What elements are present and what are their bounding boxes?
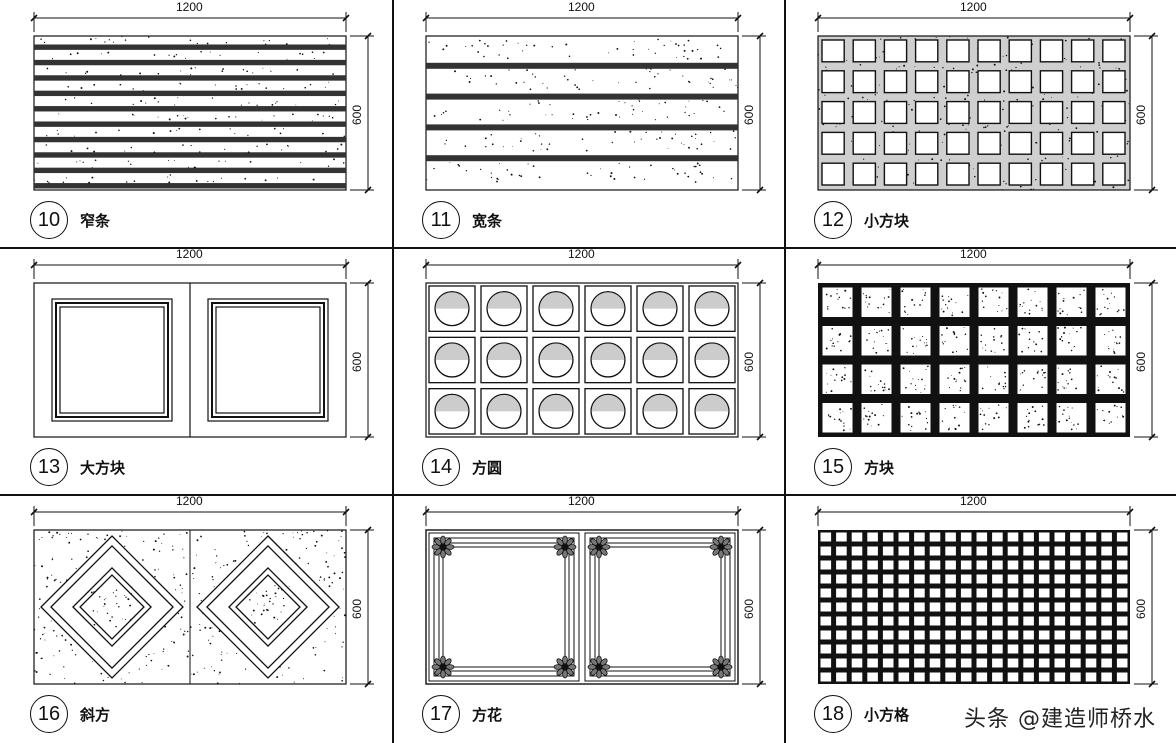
panel-drawing [422, 259, 766, 441]
height-dimension-label: 600 [1134, 351, 1148, 372]
sheet-divider [0, 494, 1176, 496]
panel-caption: 16 斜方 [30, 695, 110, 733]
height-dimension-label: 600 [742, 104, 756, 125]
sheet-divider [392, 0, 394, 743]
panel-number: 17 [422, 695, 460, 733]
panel-number: 13 [30, 448, 68, 486]
panel-number: 10 [30, 201, 68, 239]
panel-caption: 17 方花 [422, 695, 502, 733]
width-dimension-label: 1200 [176, 0, 203, 14]
panel-number: 12 [814, 201, 852, 239]
pattern-square-circle [425, 282, 739, 438]
panel-number: 15 [814, 448, 852, 486]
panel-name: 小方格 [864, 705, 910, 724]
height-dimension-label: 600 [1134, 598, 1148, 619]
dimension-lines [422, 506, 766, 688]
panel-number: 16 [30, 695, 68, 733]
panel-square-circle: 1200 600 14 方圆 [392, 247, 784, 494]
pattern-wide-strips [425, 35, 739, 191]
sheet-divider [0, 247, 1176, 249]
dimension-lines [30, 506, 374, 688]
width-dimension-label: 1200 [568, 494, 595, 508]
width-dimension-label: 1200 [568, 247, 595, 261]
panel-number: 14 [422, 448, 460, 486]
panel-number: 11 [422, 201, 460, 239]
panel-name: 方块 [864, 458, 895, 477]
dimension-lines [30, 12, 374, 194]
panel-squares-dotted: 1200 600 15 方块 [784, 247, 1176, 494]
panel-diagonal-squares: 1200 600 16 斜方 [0, 494, 392, 741]
dimension-lines [422, 12, 766, 194]
height-dimension-label: 600 [350, 598, 364, 619]
panel-drawing [814, 12, 1158, 194]
height-dimension-label: 600 [1134, 104, 1148, 125]
panel-small-grid: 1200 600 18 小方格 [784, 494, 1176, 741]
panel-drawing [30, 259, 374, 441]
pattern-ornate-frames [425, 529, 739, 685]
panel-drawing [30, 506, 374, 688]
panel-name: 窄条 [80, 211, 111, 230]
panel-drawing [422, 506, 766, 688]
panel-small-squares: 1200 600 12 小方块 [784, 0, 1176, 247]
panel-caption: 10 窄条 [30, 201, 110, 239]
panel-caption: 11 宽条 [422, 201, 502, 239]
dimension-lines [814, 12, 1158, 194]
panel-drawing [422, 12, 766, 194]
panel-name: 大方块 [80, 458, 126, 477]
width-dimension-label: 1200 [960, 0, 987, 14]
dimension-lines [814, 259, 1158, 441]
height-dimension-label: 600 [350, 104, 364, 125]
panel-caption: 18 小方格 [814, 695, 909, 733]
panel-name: 宽条 [472, 211, 503, 230]
panel-ornate-frames: 1200 600 17 方花 [392, 494, 784, 741]
panel-caption: 13 大方块 [30, 448, 125, 486]
dimension-lines [30, 259, 374, 441]
panel-number: 18 [814, 695, 852, 733]
dimension-lines [814, 506, 1158, 688]
panel-drawing [30, 12, 374, 194]
width-dimension-label: 1200 [960, 247, 987, 261]
panel-caption: 14 方圆 [422, 448, 502, 486]
width-dimension-label: 1200 [176, 494, 203, 508]
panel-wide-strips: 1200 600 11 宽条 [392, 0, 784, 247]
pattern-narrow-strips [33, 35, 347, 191]
panel-drawing [814, 506, 1158, 688]
height-dimension-label: 600 [742, 351, 756, 372]
watermark: 头条 @建造师桥水 [964, 707, 1156, 732]
height-dimension-label: 600 [742, 598, 756, 619]
panel-name: 方圆 [472, 458, 503, 477]
sheet-divider [784, 0, 786, 743]
panel-narrow-strips: 1200 600 10 窄条 [0, 0, 392, 247]
width-dimension-label: 1200 [568, 0, 595, 14]
panel-caption: 12 小方块 [814, 201, 909, 239]
pattern-squares-dotted [818, 283, 1130, 437]
panel-large-squares: 1200 600 13 大方块 [0, 247, 392, 494]
width-dimension-label: 1200 [960, 494, 987, 508]
panel-name: 斜方 [80, 705, 111, 724]
panel-drawing [814, 259, 1158, 441]
panel-name: 方花 [472, 705, 503, 724]
height-dimension-label: 600 [350, 351, 364, 372]
width-dimension-label: 1200 [176, 247, 203, 261]
pattern-diagonal-squares [33, 529, 347, 685]
panel-caption: 15 方块 [814, 448, 894, 486]
pattern-large-squares [33, 282, 347, 438]
pattern-small-squares [817, 35, 1131, 191]
dimension-lines [422, 259, 766, 441]
pattern-small-grid [818, 530, 1130, 684]
panel-name: 小方块 [864, 211, 910, 230]
